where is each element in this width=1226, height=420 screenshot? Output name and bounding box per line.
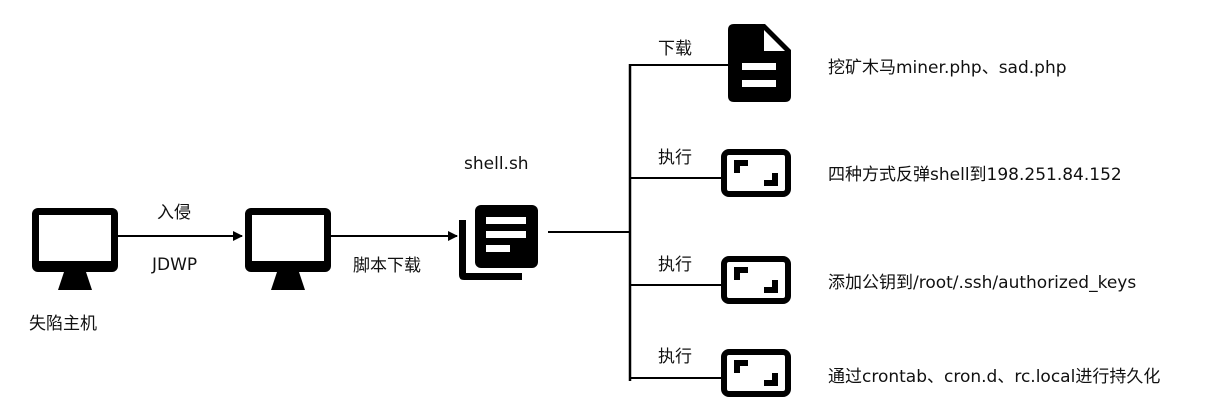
branch-edge-label: 执行	[658, 255, 692, 275]
branch-edge-label: 下载	[658, 39, 692, 59]
branch-description: 添加公钥到/root/.ssh/authorized_keys	[828, 273, 1137, 293]
protocol-label: JDWP	[152, 255, 198, 275]
file-document-icon	[728, 24, 791, 102]
branch-description: 通过crontab、cron.d、rc.local进行持久化	[828, 367, 1161, 387]
monitor-icon	[245, 208, 331, 290]
download-script-label: 脚本下载	[353, 256, 421, 276]
intrusion-label: 入侵	[157, 203, 191, 223]
branch-description: 四种方式反弹shell到198.251.84.152	[828, 165, 1122, 185]
monitor-icon	[32, 208, 118, 290]
terminal-window-icon	[721, 349, 791, 397]
script-name-label: shell.sh	[464, 154, 529, 174]
attacker-label: 失陷主机	[29, 314, 97, 334]
branch-edge-label: 执行	[658, 347, 692, 367]
terminal-window-icon	[721, 256, 791, 304]
branch-edge-label: 执行	[658, 148, 692, 168]
script-stack-icon	[459, 205, 538, 280]
branch-description: 挖矿木马miner.php、sad.php	[828, 58, 1067, 78]
terminal-window-icon	[721, 149, 791, 197]
